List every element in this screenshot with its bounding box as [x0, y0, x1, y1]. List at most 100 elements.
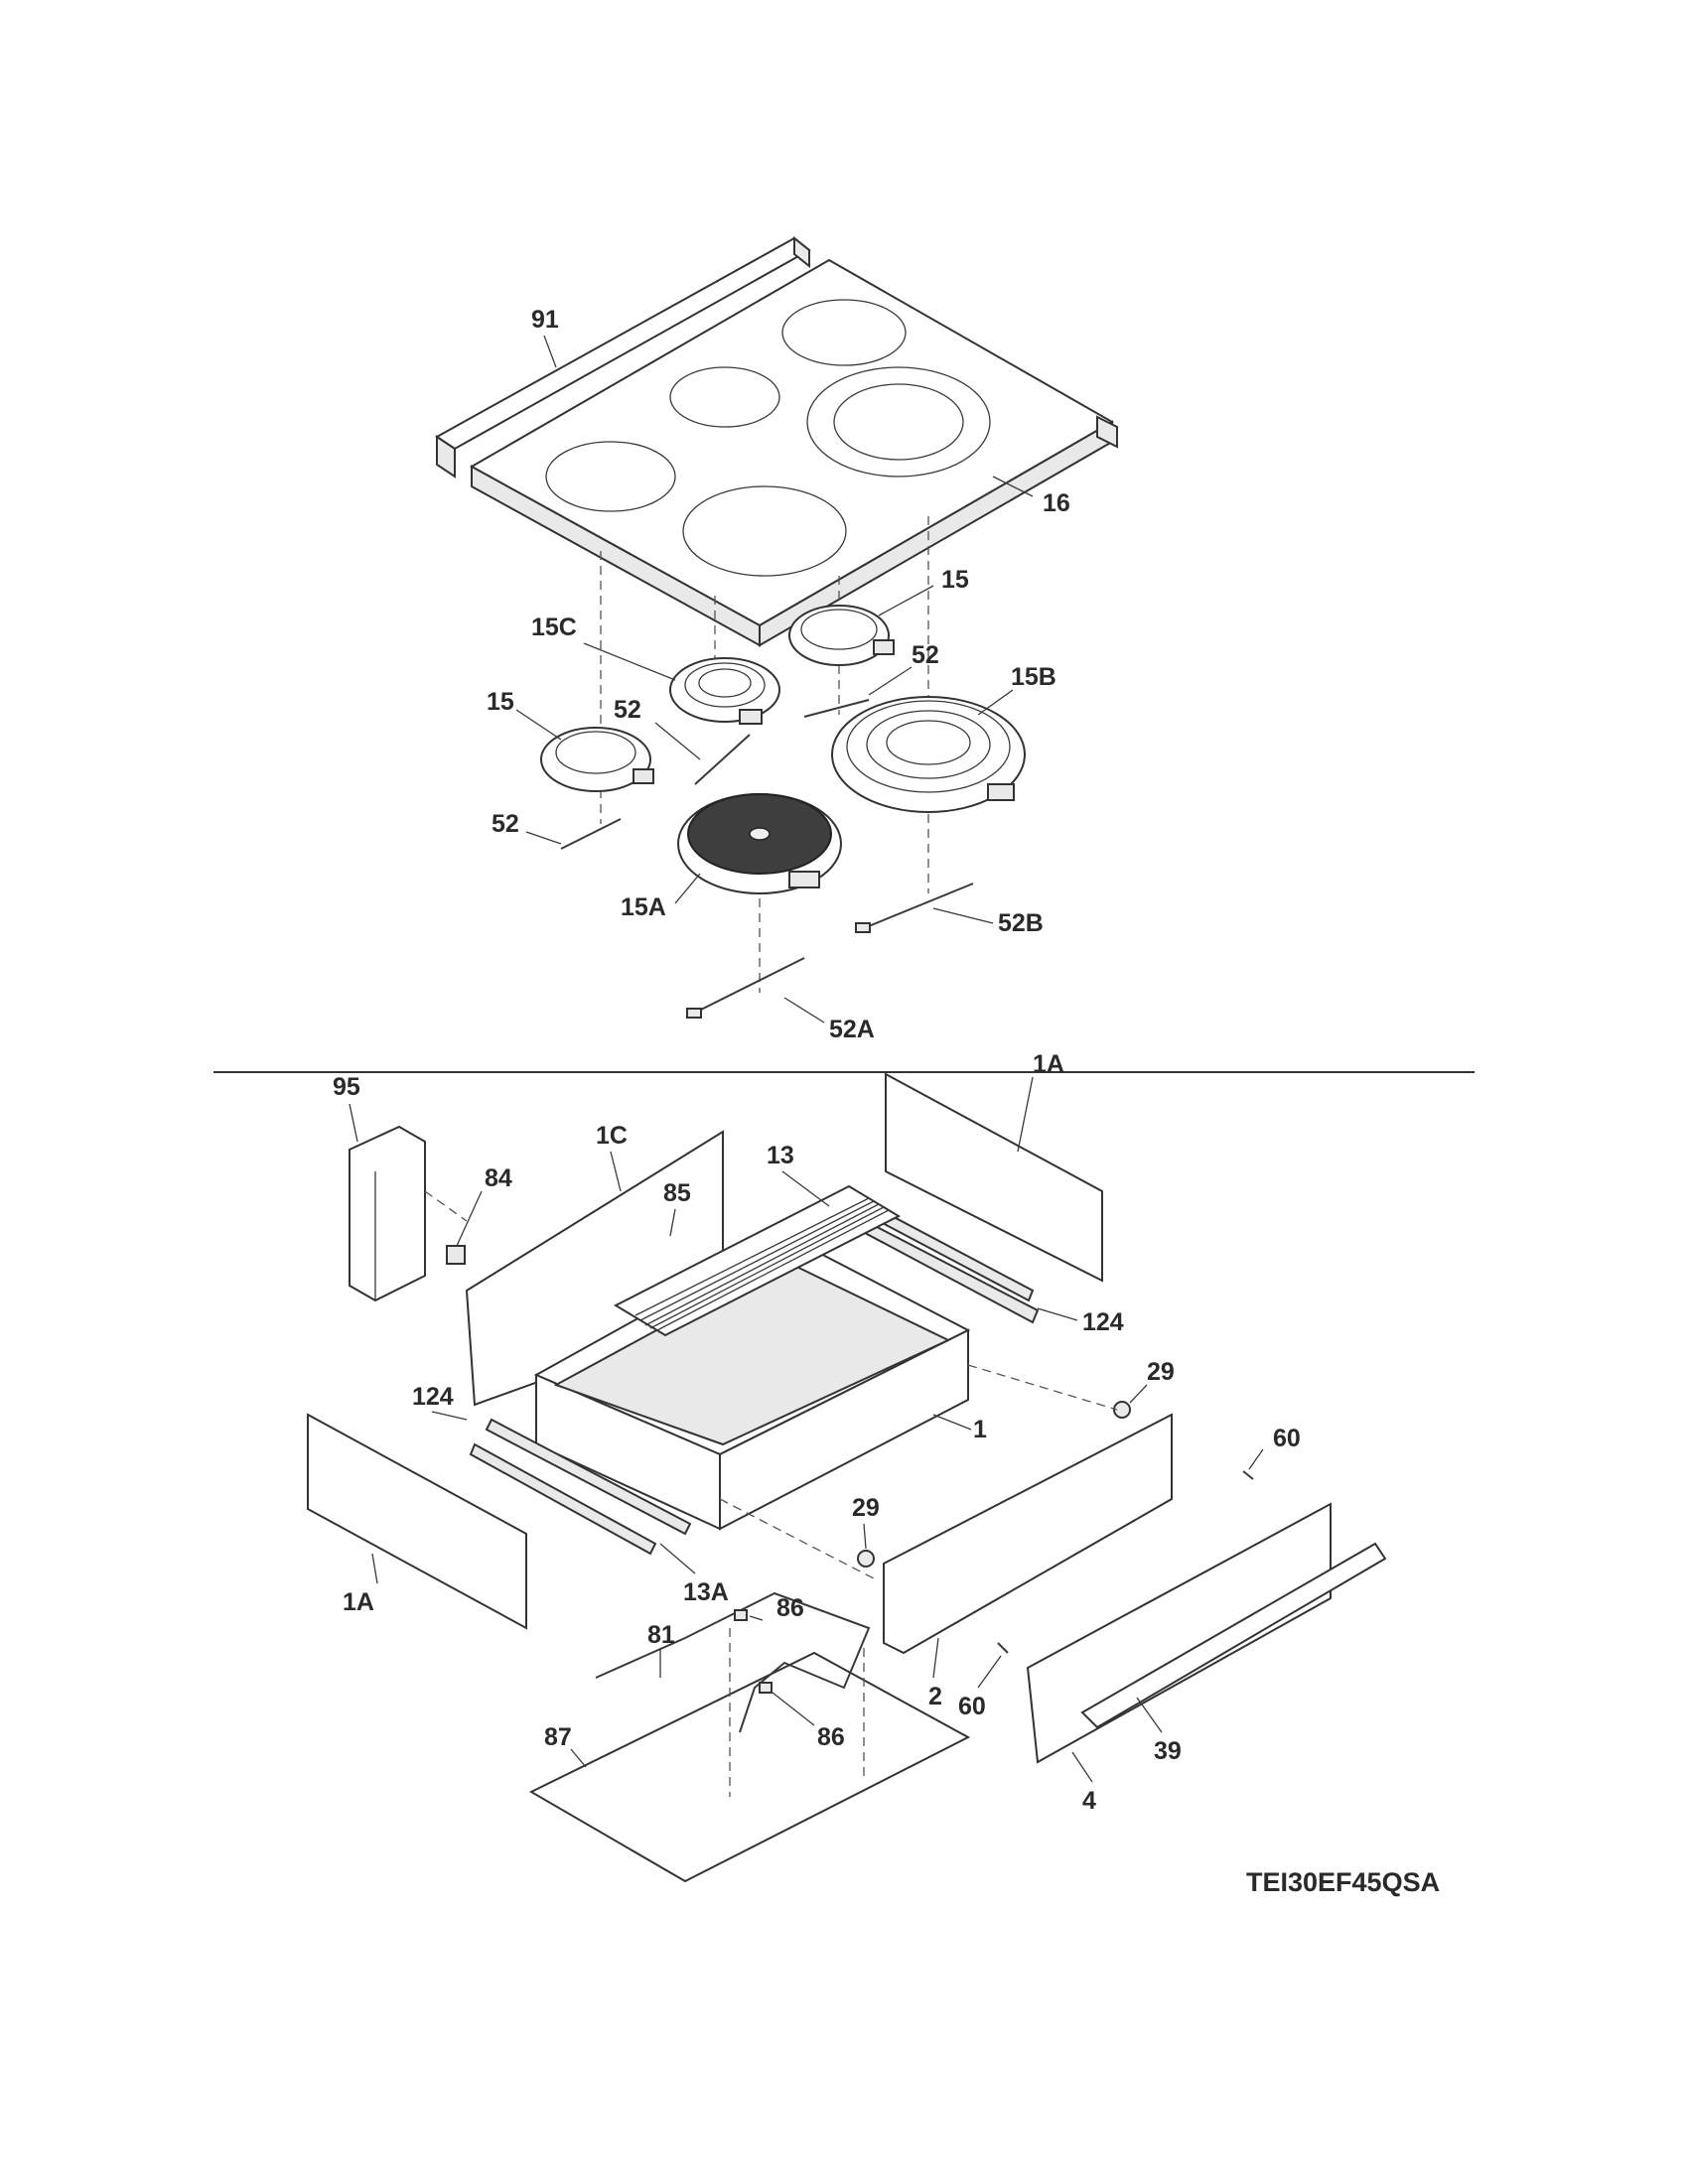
- callout-16: 16: [1043, 489, 1070, 517]
- wire-52b: [863, 883, 974, 929]
- callout-85: 85: [663, 1179, 691, 1207]
- wire-52-middle: [694, 734, 751, 785]
- leader-124-lower: [431, 1411, 468, 1421]
- drawer-assembly: [307, 1072, 1387, 1883]
- callout-2: 2: [928, 1683, 942, 1710]
- leader-16: [992, 476, 1034, 497]
- drawer-callouts: 95 84 1C 85 13 1A 124 29 1 124 29 60 1A …: [333, 1050, 1301, 1815]
- element-15c-terminal: [739, 709, 763, 725]
- callout-95: 95: [333, 1073, 360, 1101]
- element-15-upper: [788, 605, 890, 666]
- callout-15b: 15B: [1011, 663, 1056, 691]
- surface-ring-left-front: [545, 441, 676, 512]
- rear-cover-95: [349, 1125, 426, 1302]
- callout-1c: 1C: [596, 1122, 628, 1150]
- element-15c-coil-1: [684, 662, 766, 708]
- rack-wires: [634, 1197, 890, 1332]
- leader-29-center: [863, 1523, 867, 1550]
- leader-60-upper: [1248, 1448, 1264, 1470]
- callout-13a: 13A: [683, 1578, 729, 1606]
- leader-86-upper: [749, 1615, 764, 1621]
- callout-60-upper: 60: [1273, 1425, 1301, 1452]
- align-line-1: [424, 1190, 468, 1222]
- back-trim-end-right: [793, 235, 810, 269]
- callout-15c: 15C: [531, 614, 577, 641]
- leader-52-middle: [654, 722, 701, 760]
- cooktop-callouts: 91 16 15 15C 52 52 15B 15 52 52 15A 52B …: [487, 306, 1070, 1043]
- leader-15b: [977, 689, 1014, 716]
- element-15b-coil-3: [886, 720, 971, 765]
- glide-13a: [469, 1442, 657, 1556]
- element-15-left-inner: [555, 731, 636, 774]
- callout-52-middle: 52: [614, 696, 641, 724]
- leader-39: [1136, 1697, 1163, 1733]
- element-15a-terminal: [788, 871, 820, 888]
- drawer-panel-4: [1026, 1502, 1332, 1764]
- callout-1: 1: [973, 1416, 987, 1443]
- element-15a-center: [749, 827, 771, 841]
- element-15b-coil-1: [846, 700, 1011, 793]
- leader-60-lower: [977, 1655, 1002, 1689]
- surface-ring-right-rear: [781, 299, 907, 366]
- bracket-86-lower: [759, 1682, 773, 1694]
- callout-1a-upper: 1A: [1033, 1050, 1064, 1078]
- element-15-left-terminal: [633, 768, 654, 784]
- callout-124-lower: 124: [412, 1383, 454, 1411]
- callout-39: 39: [1154, 1737, 1182, 1765]
- callout-60-lower: 60: [958, 1693, 986, 1720]
- wire-52-left: [560, 818, 622, 850]
- callout-13: 13: [767, 1142, 794, 1169]
- wire-52b-clip: [855, 922, 871, 933]
- callout-52b: 52B: [998, 909, 1044, 937]
- leader-13: [781, 1170, 830, 1207]
- cooktop-assembly: [435, 235, 1118, 1024]
- leader-95: [349, 1103, 358, 1143]
- callout-29-center: 29: [852, 1494, 880, 1522]
- callout-81: 81: [647, 1621, 675, 1649]
- surface-ring-left-rear: [669, 366, 780, 428]
- leader-1: [932, 1414, 972, 1431]
- drawer-front-2: [883, 1413, 1173, 1655]
- callout-15-upper: 15: [941, 566, 969, 594]
- leader-29-right: [1129, 1384, 1148, 1404]
- callout-87: 87: [544, 1723, 572, 1751]
- callout-52-upper: 52: [912, 641, 939, 669]
- align-line-2: [967, 1364, 1118, 1411]
- callout-86-upper: 86: [776, 1594, 804, 1622]
- wire-52a-clip: [686, 1008, 702, 1019]
- surface-ring-right-front-inner: [833, 383, 964, 461]
- leader-52a: [783, 997, 825, 1024]
- callout-52-left: 52: [492, 810, 519, 838]
- element-15-left: [540, 727, 651, 792]
- leader-15-left: [515, 709, 562, 741]
- bracket-86-upper: [734, 1609, 748, 1621]
- back-trim-end-left: [436, 435, 456, 478]
- screw-60-lower: [997, 1642, 1009, 1654]
- drawer-body-side: [719, 1328, 969, 1531]
- wire-52a: [694, 957, 805, 1014]
- bumper-29-center: [857, 1550, 875, 1568]
- side-panel-1a-upper: [885, 1072, 1103, 1283]
- bottom-panel-87: [528, 1651, 971, 1883]
- leader-124-upper: [1037, 1307, 1078, 1321]
- element-15-upper-inner: [800, 609, 878, 650]
- leader-87: [570, 1748, 587, 1768]
- callout-91: 91: [531, 306, 559, 334]
- leader-85: [669, 1208, 676, 1237]
- element-15-upper-terminal: [873, 639, 895, 655]
- callout-86-lower: 86: [817, 1723, 845, 1751]
- leader-52-upper: [868, 666, 913, 696]
- glide-124-lower: [485, 1418, 692, 1536]
- side-trim-end: [1096, 415, 1118, 449]
- leader-84: [456, 1190, 483, 1247]
- leader-15c: [583, 642, 676, 681]
- callout-124-upper: 124: [1082, 1308, 1124, 1336]
- drawer-handle-39: [1080, 1542, 1387, 1729]
- leader-1a-lower: [371, 1553, 378, 1584]
- callout-15-left: 15: [487, 688, 514, 716]
- leader-1a-upper: [1017, 1076, 1034, 1153]
- model-number: TEI30EF45QSA: [1246, 1867, 1440, 1897]
- leader-91: [543, 335, 557, 368]
- leader-15-upper: [878, 585, 934, 616]
- callout-1a-lower: 1A: [343, 1588, 374, 1616]
